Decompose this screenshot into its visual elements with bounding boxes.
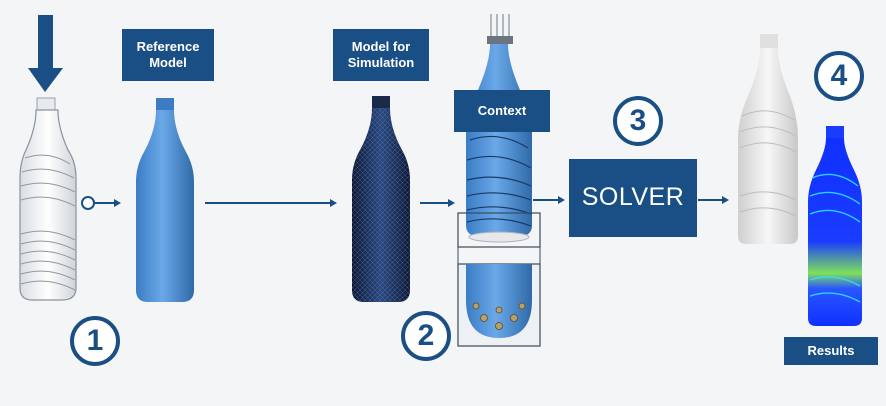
connector-arrow <box>698 196 729 204</box>
zoom-indicator <box>457 212 541 347</box>
mesh-bottle <box>352 96 410 302</box>
white-bottle <box>738 34 798 244</box>
step-3-badge: 3 <box>613 96 663 146</box>
model-for-simulation-label: Model for Simulation <box>333 29 429 81</box>
connector-arrow <box>205 199 337 207</box>
step-2-badge: 2 <box>401 311 451 361</box>
down-arrow-icon <box>28 15 63 92</box>
connector-arrow <box>420 199 455 207</box>
reference-model-label: Reference Model <box>122 29 214 81</box>
step-4-badge: 4 <box>814 51 864 101</box>
plastic-bottle <box>19 97 77 301</box>
blue-bottle <box>136 98 194 302</box>
step-1-badge: 1 <box>70 316 120 366</box>
connector-arrow <box>81 196 121 210</box>
result-bottle <box>808 126 862 326</box>
solver-box: SOLVER <box>569 159 697 237</box>
context-label: Context <box>454 90 550 132</box>
results-label: Results <box>784 337 878 365</box>
connector-arrow <box>533 196 565 204</box>
